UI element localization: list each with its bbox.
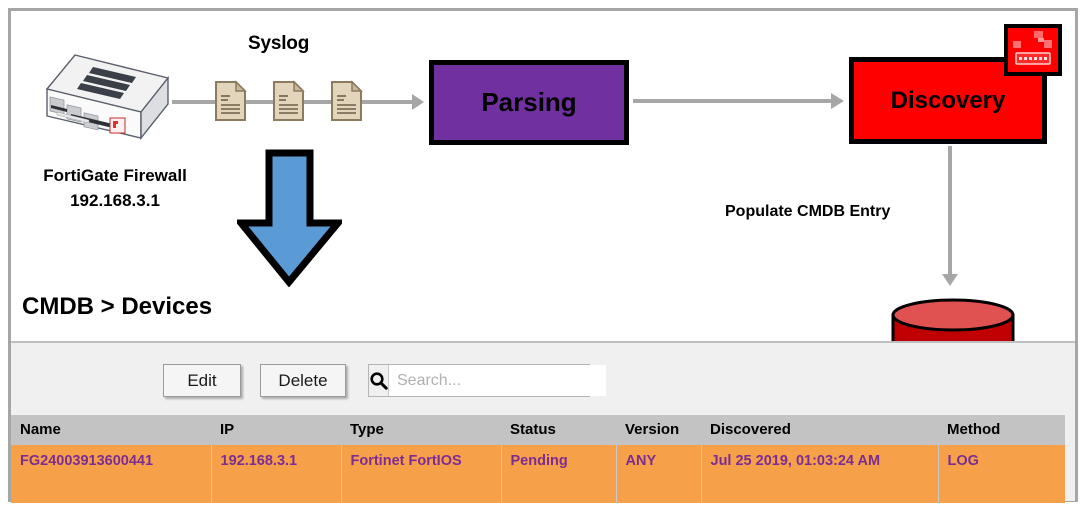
arrowhead-to-cmdb <box>942 274 958 286</box>
arrowhead-to-parsing <box>412 94 424 110</box>
syslog-label: Syslog <box>248 33 310 54</box>
column-header-type[interactable]: Type <box>341 415 501 445</box>
wire-discovery-to-cmdb <box>948 146 952 277</box>
delete-button[interactable]: Delete <box>260 364 346 397</box>
table-header-row: Name IP Type Status Version Discovered M… <box>11 415 1065 445</box>
column-header-status[interactable]: Status <box>501 415 616 445</box>
populate-cmdb-label: Populate CMDB Entry <box>725 203 891 220</box>
search-input[interactable] <box>389 365 606 396</box>
cell-ip: 192.168.3.1 <box>211 445 342 503</box>
wire-parsing-to-discovery <box>633 99 835 103</box>
table-row[interactable]: FG24003913600441 192.168.3.1 Fortinet Fo… <box>11 445 1065 503</box>
syslog-document-icon <box>214 80 247 122</box>
table-toolbar: Edit Delete <box>11 343 1075 415</box>
firewall-name: FortiGate Firewall <box>43 166 187 185</box>
syslog-document-icon <box>330 80 363 122</box>
arrowhead-to-discovery <box>831 93 844 109</box>
devices-table: Name IP Type Status Version Discovered M… <box>11 415 1065 503</box>
cell-method: LOG <box>938 445 1065 503</box>
search-box[interactable] <box>368 364 606 397</box>
firewall-appliance-icon <box>33 50 183 150</box>
column-header-name[interactable]: Name <box>11 415 211 445</box>
firewall-caption: FortiGate Firewall 192.168.3.1 <box>10 164 220 213</box>
discovery-device-badge-icon <box>1004 24 1062 76</box>
cell-status: Pending <box>501 445 617 503</box>
firewall-ip: 192.168.3.1 <box>70 190 160 210</box>
cell-version: ANY <box>616 445 702 503</box>
discovery-label: Discovery <box>890 86 1006 114</box>
cell-discovered: Jul 25 2019, 01:03:24 AM <box>701 445 939 503</box>
column-header-discovered[interactable]: Discovered <box>701 415 938 445</box>
blue-down-arrow <box>233 149 346 288</box>
section-heading: CMDB > Devices <box>22 293 213 320</box>
parsing-stage-box: Parsing <box>429 60 629 145</box>
column-header-method[interactable]: Method <box>938 415 1065 445</box>
cmdb-devices-panel: Edit Delete Name IP Type Status <box>11 341 1075 503</box>
cell-name: FG24003913600441 <box>11 445 212 503</box>
column-header-version[interactable]: Version <box>616 415 701 445</box>
parsing-label: Parsing <box>481 87 577 117</box>
syslog-document-icon <box>272 80 305 122</box>
edit-button[interactable]: Edit <box>163 364 241 397</box>
search-icon[interactable] <box>369 365 389 396</box>
cell-type: Fortinet FortIOS <box>341 445 502 503</box>
architecture-diagram: FortiGate Firewall 192.168.3.1 Syslog <box>10 24 1062 403</box>
column-header-ip[interactable]: IP <box>211 415 341 445</box>
